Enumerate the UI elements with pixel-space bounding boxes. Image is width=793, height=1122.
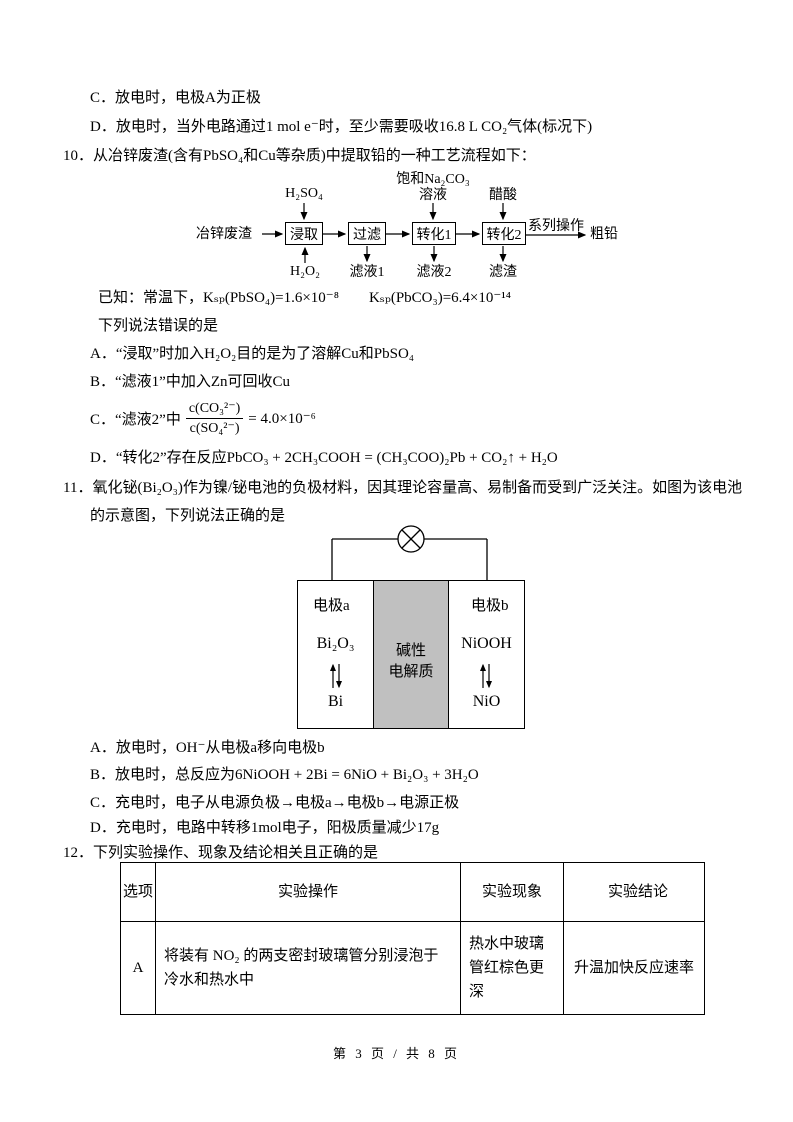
header-option: 选项 <box>120 862 156 922</box>
battery-cell-box: 电极a Bi₂O₃ Bi 碱性 电解质 电极b NiOOH <box>297 580 525 729</box>
flow-input-cusuan: 醋酸 <box>489 188 517 203</box>
q11-option-d: D．充电时，电路中转移1mol电子，阳极质量减少17g <box>90 820 440 836</box>
q11-option-a: A．放电时，OH⁻从电极a移向电极b <box>90 740 325 756</box>
equilibrium-arrows-icon <box>330 663 342 689</box>
flow-input-h2so4: H₂SO₄ <box>285 186 323 201</box>
q10-option-c: C．“滤液2”中 c(CO₃²⁻) c(SO₄²⁻) = 4.0×10⁻⁶ <box>90 394 316 442</box>
q9-option-d: D．放电时，当外电路通过1 mol e⁻时，至少需要吸收16.8 L CO₂气体… <box>90 119 593 135</box>
header-conclusion: 实验结论 <box>563 862 705 922</box>
q10-option-c-prefix: C．“滤液2”中 <box>90 411 181 428</box>
row-a-option: A <box>120 921 156 1015</box>
q11-option-c: C．充电时，电子从电源负极→电极a→电极b→电源正极 <box>90 795 460 811</box>
q11-option-b: B．放电时，总反应为6NiOOH + 2Bi = 6NiO + Bi₂O₃ + … <box>90 767 479 783</box>
q10-stem: 10．从冶锌废渣(含有PbSO₄和Cu等杂质)中提取铅的一种工艺流程如下： <box>63 148 536 164</box>
battery-circuit-wires <box>331 525 488 580</box>
q10-known: 已知：常温下，Kₛₚ(PbSO₄)=1.6×10⁻⁸ Kₛₚ(PbCO₃)=6.… <box>98 290 512 306</box>
electrolyte-compartment: 碱性 电解质 <box>374 581 449 728</box>
fraction-denominator: c(SO₄²⁻) <box>189 420 240 436</box>
q10-process-flow-diagram: 冶锌废渣 浸取 过滤 转化1 转化2 H₂SO₄ 饱和Na₂CO₃ 溶液 醋酸 … <box>170 172 648 287</box>
equilibrium-arrows-icon <box>480 663 492 689</box>
header-phenomenon: 实验现象 <box>460 862 564 922</box>
row-a-conclusion: 升温加快反应速率 <box>563 921 705 1015</box>
q11-stem-line2: 的示意图，下列说法正确的是 <box>90 508 286 524</box>
flow-box-zhuanhua2: 转化2 <box>482 222 526 245</box>
header-operation: 实验操作 <box>155 862 461 922</box>
table-row: A 将装有 NO₂ 的两支密封玻璃管分别浸泡于冷水和热水中 热水中玻璃管红棕色更… <box>120 921 705 1015</box>
flow-box-jinqu: 浸取 <box>285 222 323 245</box>
page-number: 第 3 页 / 共 8 页 <box>332 1046 461 1061</box>
electrode-a-top-species: Bi₂O₃ <box>316 635 355 652</box>
flow-arrows <box>262 203 587 263</box>
row-a-phenomenon: 热水中玻璃管红棕色更深 <box>460 921 564 1015</box>
flow-final-step: 系列操作 <box>528 219 584 234</box>
q10-option-a: A．“浸取”时加入H₂O₂目的是为了溶解Cu和PbSO₄ <box>90 346 415 362</box>
q11-stem-line1: 11．氧化铋(Bi₂O₃)作为镍/铋电池的负极材料，因其理论容量高、易制备而受到… <box>63 480 743 496</box>
flow-source-label: 冶锌废渣 <box>196 227 252 242</box>
electrode-a-bottom-species: Bi <box>327 693 344 710</box>
electrode-a-compartment: 电极a Bi₂O₃ Bi <box>298 581 374 728</box>
flow-input-h2o2: H₂O₂ <box>290 264 320 279</box>
fraction-numerator: c(CO₃²⁻) <box>185 400 244 419</box>
electrolyte-label-line2: 电解质 <box>388 664 434 680</box>
flow-box-zhuanhua1: 转化1 <box>412 222 456 245</box>
q10-option-b: B．“滤液1”中加入Zn可回收Cu <box>90 374 290 390</box>
flow-output-lvye1: 滤液1 <box>349 265 385 280</box>
q10-option-c-fraction: c(CO₃²⁻) c(SO₄²⁻) <box>185 400 244 437</box>
q12-experiment-table: 选项 实验操作 实验现象 实验结论 A 将装有 NO₂ 的两支密封玻璃管分别浸泡… <box>120 862 705 1015</box>
q9-option-c: C．放电时，电极A为正极 <box>90 90 261 106</box>
flow-output-lvye2: 滤液2 <box>416 265 452 280</box>
electrode-b-bottom-species: NiO <box>472 693 501 710</box>
electrolyte-label-line1: 碱性 <box>395 643 426 659</box>
electrode-b-top-species: NiOOH <box>461 635 512 652</box>
electrode-b-label: 电极b <box>471 598 509 614</box>
electrode-a-label: 电极a <box>313 598 350 614</box>
q12-stem: 12．下列实验操作、现象及结论相关且正确的是 <box>63 845 379 861</box>
electrode-b-compartment: 电极b NiOOH NiO <box>449 581 524 728</box>
q10-prompt: 下列说法错误的是 <box>98 318 219 334</box>
flow-box-guolv: 过滤 <box>348 222 386 245</box>
bulb-icon <box>397 525 425 553</box>
q10-option-d: D．“转化2”存在反应PbCO₃ + 2CH₃COOH = (CH₃COO)₂P… <box>90 450 558 466</box>
table-header-row: 选项 实验操作 实验现象 实验结论 <box>120 862 705 922</box>
flow-output-lvzha: 滤渣 <box>489 265 517 280</box>
q11-battery-diagram: 电极a Bi₂O₃ Bi 碱性 电解质 电极b NiOOH <box>295 522 535 732</box>
row-a-operation: 将装有 NO₂ 的两支密封玻璃管分别浸泡于冷水和热水中 <box>155 921 461 1015</box>
flow-product: 粗铅 <box>590 227 618 242</box>
flow-input-na2co3: 饱和Na₂CO₃ <box>396 172 470 187</box>
q10-option-c-suffix: = 4.0×10⁻⁶ <box>248 410 316 427</box>
flow-input-na2co3-line2: 溶液 <box>419 188 447 203</box>
